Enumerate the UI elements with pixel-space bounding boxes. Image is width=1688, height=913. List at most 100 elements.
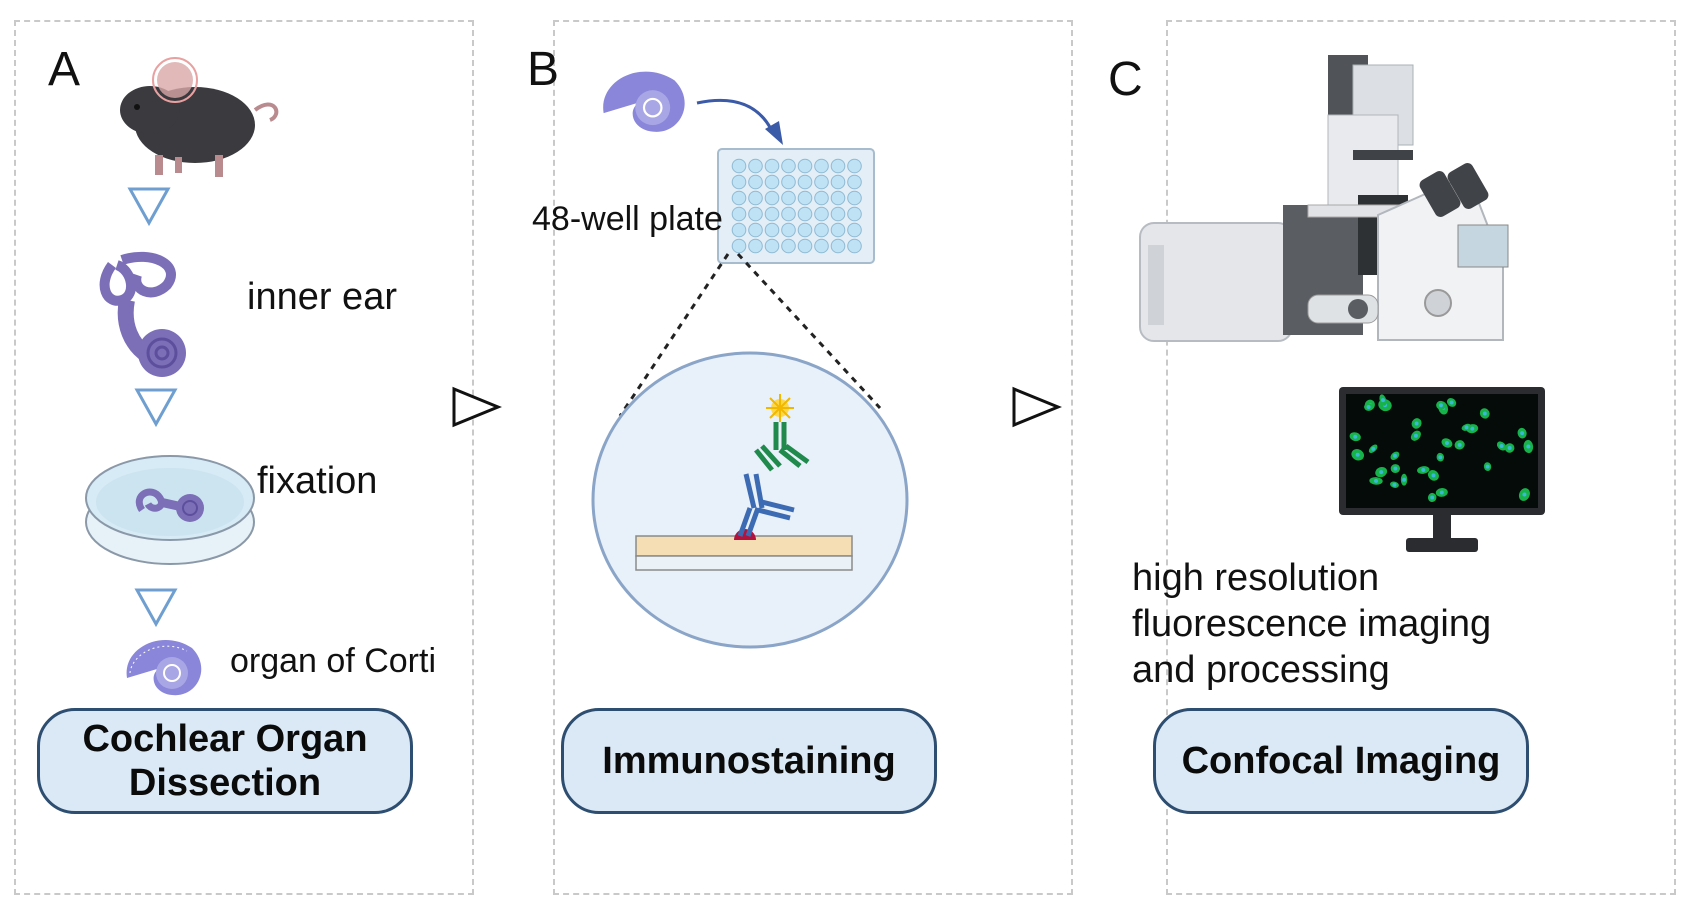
cell-nucleus	[1392, 482, 1397, 487]
panel-c-letter: C	[1108, 53, 1143, 106]
panel-b-letter: B	[527, 43, 560, 96]
well	[731, 238, 747, 254]
cell-nucleus	[1392, 453, 1397, 458]
well	[748, 206, 763, 222]
cell-nucleus	[1355, 452, 1360, 457]
well	[797, 238, 813, 254]
immunostaining-box: Immunostaining	[561, 708, 937, 814]
cell-nucleus	[1431, 473, 1436, 478]
cell-nucleus	[1507, 446, 1512, 451]
well	[731, 174, 747, 190]
well	[764, 190, 780, 206]
imaging-caption-line3: and processing	[1132, 649, 1390, 691]
well	[814, 174, 829, 190]
plate-label: 48-well plate	[532, 200, 723, 238]
well	[797, 222, 813, 238]
well	[814, 238, 829, 254]
cell-nucleus	[1438, 403, 1443, 408]
well	[764, 158, 780, 174]
well	[731, 206, 747, 222]
cell-nucleus	[1485, 464, 1490, 469]
panel-c	[1166, 20, 1676, 895]
panel-a	[14, 20, 474, 895]
well	[764, 206, 780, 222]
cell-nucleus	[1444, 440, 1449, 445]
cell-nucleus	[1366, 404, 1371, 409]
cell-nucleus	[1520, 431, 1525, 436]
triangle-arrow-icon	[134, 388, 178, 428]
triangle-arrow-icon	[134, 588, 178, 628]
well	[847, 238, 862, 254]
antibody-icon	[591, 351, 909, 649]
panel-b	[553, 20, 1073, 895]
panel-a-letter: A	[48, 43, 81, 96]
well	[814, 190, 829, 206]
cell-nucleus	[1449, 400, 1454, 405]
well	[748, 222, 763, 238]
confocal-box-title: Confocal Imaging	[1181, 740, 1501, 782]
cochlea-icon	[126, 639, 202, 696]
well	[781, 158, 796, 174]
well-plate-icon	[717, 148, 875, 264]
cell-nucleus	[1379, 470, 1384, 475]
well	[847, 222, 862, 238]
cell-nucleus	[1353, 434, 1358, 439]
well	[830, 238, 846, 254]
well	[814, 222, 829, 238]
well	[748, 174, 763, 190]
well	[847, 190, 862, 206]
cell-nucleus	[1499, 443, 1504, 448]
well	[847, 158, 862, 174]
monitor-icon	[1339, 387, 1545, 552]
zoom-lines	[618, 252, 882, 417]
cell-nucleus	[1482, 411, 1487, 416]
cell-nucleus	[1393, 466, 1398, 471]
dissection-box-line2: Dissection	[128, 762, 322, 804]
cell-nucleus	[1402, 477, 1407, 482]
well	[781, 238, 796, 254]
well	[847, 206, 862, 222]
cell-nucleus	[1526, 444, 1531, 449]
cell-nucleus	[1421, 467, 1426, 472]
dissection-box-line1: Cochlear Organ	[82, 718, 368, 760]
cell-nucleus	[1438, 455, 1443, 460]
well	[731, 158, 747, 174]
inner-ear-icon	[99, 251, 186, 377]
cell-nucleus	[1380, 398, 1385, 403]
well	[781, 206, 796, 222]
triangle-arrow-icon	[452, 386, 502, 428]
imaging-caption: high resolution fluorescence imaging and…	[1132, 555, 1491, 693]
well	[748, 238, 763, 254]
triangle-arrow-icon	[1012, 386, 1062, 428]
organ-label: organ of Corti	[230, 642, 436, 680]
well	[748, 190, 763, 206]
well	[748, 158, 763, 174]
cell-nucleus	[1371, 446, 1376, 451]
well	[764, 222, 780, 238]
well	[830, 158, 846, 174]
well	[830, 222, 846, 238]
well	[797, 158, 813, 174]
confocal-box: Confocal Imaging	[1153, 708, 1529, 814]
well	[797, 174, 813, 190]
imaging-caption-line2: fluorescence imaging	[1132, 603, 1492, 645]
fixation-label: fixation	[257, 460, 378, 502]
well	[814, 158, 829, 174]
cell-nucleus	[1439, 490, 1444, 495]
inner-ear-label: inner ear	[247, 276, 397, 318]
well	[731, 222, 747, 238]
well	[830, 190, 846, 206]
mouse-icon	[120, 57, 279, 177]
well	[797, 206, 813, 222]
triangle-arrow-icon	[127, 187, 171, 227]
well	[797, 190, 813, 206]
well	[830, 174, 846, 190]
well	[731, 190, 747, 206]
dissection-box: Cochlear Organ Dissection	[37, 708, 413, 814]
well	[781, 174, 796, 190]
well	[781, 190, 796, 206]
well	[781, 222, 796, 238]
well	[764, 174, 780, 190]
cell-nucleus	[1374, 478, 1379, 483]
cochlea-icon	[603, 71, 685, 132]
